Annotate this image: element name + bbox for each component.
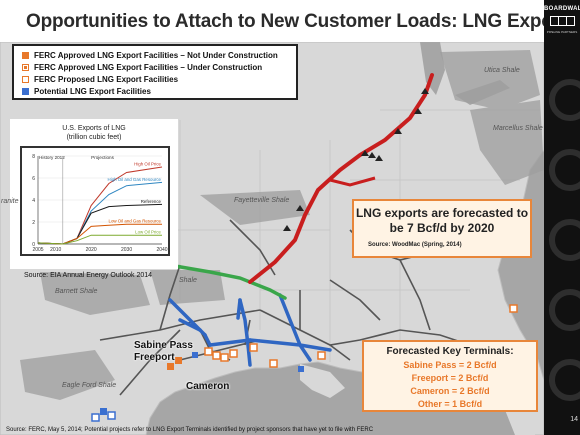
legend-swatch-filled	[22, 52, 29, 59]
key-terminals-callout: Forecasted Key Terminals: Sabine Pass = …	[362, 340, 538, 412]
pipeline-green	[173, 264, 287, 300]
legend-swatch-outline	[22, 76, 29, 83]
chart-title: U.S. Exports of LNG (trillion cubic feet…	[10, 124, 178, 142]
chart-title-line1: U.S. Exports of LNG	[62, 125, 126, 132]
marker-proposed-2	[212, 351, 221, 360]
terminal-item-cameron: Cameron = 2 Bcf/d	[410, 386, 490, 396]
great-lake	[420, 42, 445, 95]
label-marcellus-shale: Marcellus Shale	[493, 125, 543, 132]
chart-x-tick-label: 2030	[121, 247, 132, 253]
chart-series-label: Low Oil Price	[135, 230, 161, 235]
chart-projections-label: Projections	[91, 155, 114, 160]
chart-x-tick-label: 2040	[156, 247, 167, 253]
chart-series-label: Low Oil and Gas Resource	[109, 219, 162, 224]
legend-label: FERC Approved LNG Export Facilities – No…	[34, 51, 278, 60]
chart-series-label: High Oil Price	[134, 162, 161, 167]
marker-potential-3	[91, 413, 100, 422]
legend-label: FERC Approved LNG Export Facilities – Un…	[34, 63, 263, 72]
pipeline-network-blue	[168, 293, 332, 367]
chart-x-tick-label: 2020	[86, 247, 97, 253]
lng-exports-chart-panel: U.S. Exports of LNG (trillion cubic feet…	[10, 119, 178, 269]
marker-proposed-5	[249, 343, 258, 352]
label-cameron: Cameron	[186, 381, 230, 392]
key-terminals-title: Forecasted Key Terminals:	[386, 346, 514, 357]
fayetteville-area	[200, 190, 310, 225]
chart-x-tick-label: 2010	[50, 247, 61, 253]
label-shale-fragment: Shale	[179, 277, 197, 284]
legend-item: FERC Approved LNG Export Facilities – No…	[22, 51, 278, 60]
legend-label: FERC Proposed LNG Export Facilities	[34, 75, 179, 84]
marker-proposed-4	[229, 349, 238, 358]
chart-source: Source: EIA Annual Energy Outlook 2014	[24, 272, 153, 279]
marker-proposed-3	[220, 353, 229, 362]
page-number: 14	[570, 416, 578, 423]
pipeline-red	[248, 73, 434, 284]
utica-shale-area	[440, 50, 540, 110]
marker-approved-not-construction	[175, 357, 182, 364]
chart-y-tick-label: 6	[32, 176, 35, 182]
terminal-item-sabine-pass: Sabine Pass = 2 Bcf/d	[403, 360, 497, 370]
lng-markers	[91, 304, 520, 422]
label-fayetteville-shale: Fayetteville Shale	[234, 197, 290, 204]
chart-y-tick-label: 0	[32, 242, 35, 248]
chart-series-label: Reference	[141, 199, 162, 204]
slide-title: Opportunities to Attach to New Customer …	[26, 11, 577, 32]
title-bar: Opportunities to Attach to New Customer …	[0, 0, 577, 42]
pipeline-red-branch	[329, 176, 376, 187]
legend-swatch-blue	[22, 88, 29, 95]
chart-series-line	[37, 234, 162, 245]
label-utica-shale: Utica Shale	[484, 67, 520, 74]
chart-history-label: History 2012	[39, 155, 65, 160]
legend-item: Potential LNG Export Facilities	[22, 87, 151, 96]
marker-potential-5	[298, 366, 304, 372]
chart-y-tick-label: 2	[32, 220, 35, 226]
brand-logo-box-3	[566, 16, 575, 26]
legend-item: FERC Approved LNG Export Facilities – Un…	[22, 63, 262, 72]
louisiana-coast	[300, 364, 345, 398]
label-eagle-ford-shale: Eagle Ford Shale	[62, 382, 117, 389]
brand-tagline: PIPELINE PARTNERS	[546, 30, 578, 34]
compressor-stations	[283, 88, 429, 231]
marker-proposed-9	[509, 304, 518, 313]
legend-swatch-marked	[22, 64, 29, 71]
lng-exports-chart: 0 2 4 6 8 2005 2010 2020 2030 2040 History 2012 Pro…	[32, 154, 168, 253]
chart-series-label: High Oil and Gas Resource	[108, 177, 162, 182]
chart-y-tick-label: 4	[32, 198, 35, 204]
label-barnett-shale: Barnett Shale	[55, 288, 98, 295]
marcellus-shale-area	[470, 100, 544, 185]
footnote: Source: FERC, May 5, 2014; Potential pro…	[6, 427, 374, 433]
label-freeport: Freeport	[134, 352, 175, 363]
marker-potential-2	[107, 411, 116, 420]
terminal-item-other: Other = 1 Bcf/d	[417, 399, 483, 409]
label-granite-fragment: ranite	[1, 198, 19, 205]
eagle-ford-area	[20, 350, 115, 400]
chart-frame: 0 2 4 6 8 2005 2010 2020 2030 2040 History 2012 Pro…	[20, 146, 170, 256]
legend-item: FERC Proposed LNG Export Facilities	[22, 75, 178, 84]
shale-plays	[20, 50, 544, 400]
forecast-callout: LNG exports are forecasted to be 7 Bcf/d…	[352, 199, 532, 258]
brand-name: BOARDWALK	[544, 6, 580, 12]
marker-approved-not-construction-2	[167, 363, 174, 370]
marker-proposed-7	[269, 359, 278, 368]
label-sabine-pass: Sabine Pass	[134, 340, 193, 351]
forecast-text: LNG exports are forecasted to be 7 Bcf/d…	[355, 206, 529, 235]
marker-potential-4	[192, 352, 198, 358]
map-legend: FERC Approved LNG Export Facilities – No…	[12, 44, 298, 100]
chart-y-tick-label: 8	[32, 154, 35, 160]
marker-proposed-6	[317, 351, 326, 360]
legend-label: Potential LNG Export Facilities	[34, 87, 151, 96]
terminal-item-freeport: Freeport = 2 Bcf/d	[411, 373, 489, 383]
sidebar-ring-decoration	[549, 79, 580, 401]
forecast-source: Source: WoodMac (Spring, 2014)	[368, 242, 462, 248]
chart-x-tick-label: 2005	[32, 247, 43, 253]
haynesville-area	[150, 270, 225, 305]
chart-title-line2: (trillion cubic feet)	[66, 134, 122, 141]
marker-potential	[100, 408, 107, 415]
brand-sidebar: BOARDWALK PIPELINE PARTNERS 14	[544, 0, 580, 435]
barnett-shale-area	[40, 272, 150, 315]
marker-proposed	[204, 347, 213, 356]
